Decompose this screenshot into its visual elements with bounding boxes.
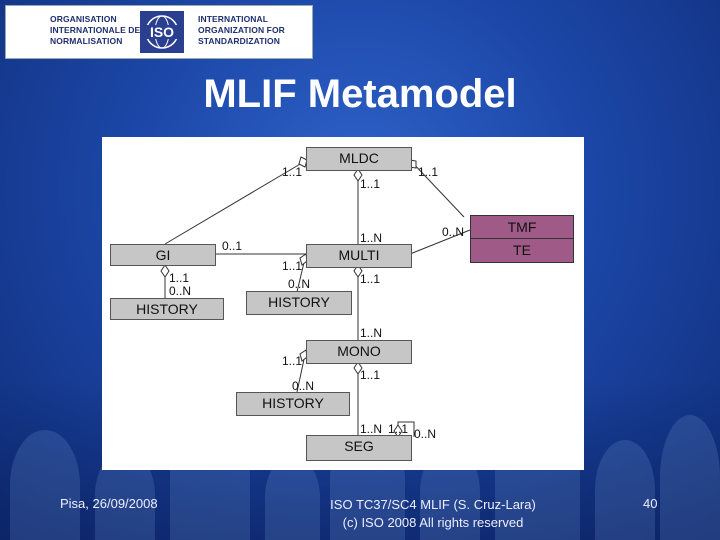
- mult-multi-history-top: 0..N: [288, 277, 311, 291]
- mult-mono-left: 1..1: [282, 354, 303, 368]
- gi-history-box: HISTORY: [110, 298, 224, 320]
- te-label: TE: [513, 242, 531, 258]
- mono-box: MONO: [306, 340, 412, 364]
- logo-text-english: INTERNATIONAL ORGANIZATION FOR STANDARDI…: [198, 14, 285, 46]
- tmf-label: TMF: [471, 216, 573, 239]
- mult-seg-right: 0..N: [414, 427, 437, 441]
- uml-diagram: MLDC GI HISTORY MULTI HISTORY TMF TE MON…: [102, 137, 584, 470]
- mult-mldc-left: 1..1: [282, 165, 303, 179]
- gi-box: GI: [110, 244, 216, 266]
- mono-history-box: HISTORY: [236, 392, 350, 416]
- iso-emblem-icon: ISO: [140, 11, 184, 53]
- seg-box: SEG: [306, 435, 412, 461]
- mldc-box: MLDC: [306, 147, 412, 171]
- mult-mldc-right: 1..1: [418, 165, 439, 179]
- mult-tmf-left: 0..N: [442, 225, 465, 239]
- slide-title: MLIF Metamodel: [203, 72, 517, 116]
- emblem-label: ISO: [150, 24, 174, 40]
- mult-seg-top-left: 1..N: [360, 422, 383, 436]
- multi-history-box: HISTORY: [246, 291, 352, 315]
- footer-copyright-line2: (c) ISO 2008 All rights reserved: [342, 515, 524, 530]
- mult-gi-bottom-a: 1..1: [169, 271, 190, 285]
- mult-mldc-bottom: 1..1: [360, 177, 381, 191]
- mult-multi-top: 1..N: [360, 231, 383, 245]
- page-number: 40: [643, 496, 658, 511]
- mult-gi-right: 0..1: [222, 239, 243, 253]
- mult-seg-top-right: 1..1: [388, 422, 409, 436]
- iso-logo: ORGANISATION INTERNATIONALE DE NORMALISA…: [5, 5, 313, 59]
- footer-copyright-line1: ISO TC37/SC4 MLIF (S. Cruz-Lara): [330, 497, 536, 512]
- footer-location-date: Pisa, 26/09/2008: [60, 496, 158, 511]
- footer-copyright: ISO TC37/SC4 MLIF (S. Cruz-Lara) (c) ISO…: [308, 496, 558, 532]
- mult-multi-bottom: 1..1: [360, 272, 381, 286]
- multi-box: MULTI: [306, 244, 412, 268]
- mult-mono-top: 1..N: [360, 326, 383, 340]
- mult-mono-bottom: 1..1: [360, 368, 381, 382]
- diagram-connectors: [160, 156, 471, 438]
- mult-mono-history-top: 0..N: [292, 379, 315, 393]
- tmf-box: TMF TE: [470, 215, 574, 263]
- logo-text-french: ORGANISATION INTERNATIONALE DE NORMALISA…: [50, 14, 141, 46]
- mult-gi-bottom-b: 0..N: [169, 284, 192, 298]
- mult-multi-left: 1..1: [282, 259, 303, 273]
